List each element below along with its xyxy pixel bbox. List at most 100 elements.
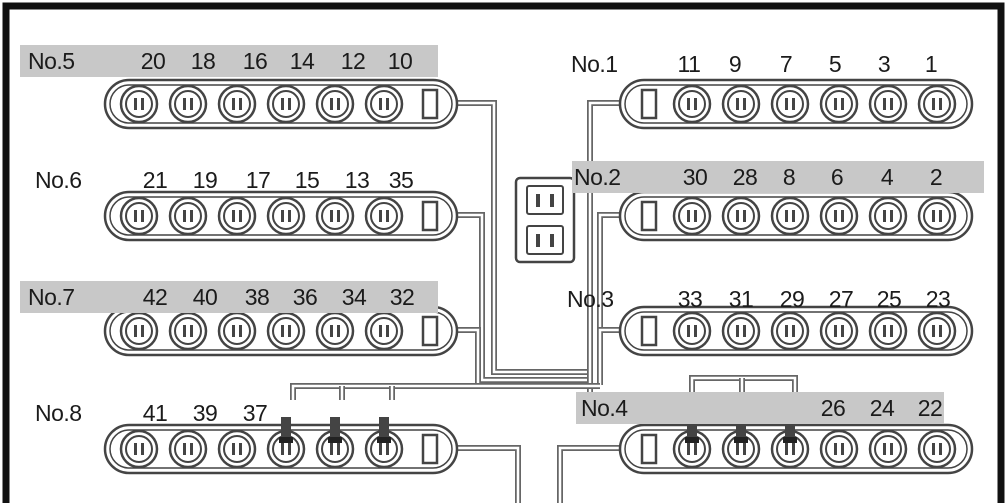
outlet-slot [932,98,935,110]
outlet-ring [678,202,706,230]
label-band-no4 [576,392,944,424]
outlet-slot [785,325,788,337]
outlet-slot [932,325,935,337]
outlet [119,429,159,469]
outlet [917,196,957,236]
strip-inner [109,84,453,124]
plug-head [328,437,342,443]
outlet-slot [330,98,333,110]
outlet-ring [727,317,755,345]
strip-switch [421,88,439,120]
outlet [364,311,404,351]
plugged-outlet [672,417,712,469]
outlet-ring [272,317,300,345]
outlet [721,84,761,124]
outlet-number: 25 [876,286,902,312]
outlet-number: 6 [830,164,844,190]
strip-label-no8: No.8 [35,400,82,426]
outlet-number: 42 [142,284,168,310]
outlet-ring [321,317,349,345]
outlet-slot [792,443,795,455]
plug-body [687,417,697,443]
outlet-number: 36 [292,284,318,310]
outlet-number: 26 [820,395,846,421]
plugged-outlet [770,417,810,469]
outlet [217,84,257,124]
plugged-outlet [721,417,761,469]
outlet [917,84,957,124]
outlet-ring [678,90,706,118]
outlet-number: 11 [677,51,701,77]
outlet-number: 39 [192,400,218,426]
label-band-no5 [20,45,438,77]
outlet-ring [776,317,804,345]
outlet-slot [841,443,844,455]
plug-head [685,437,699,443]
outlet [217,196,257,236]
plug-head [783,437,797,443]
outlet-slot [386,443,389,455]
outlet-number: 37 [242,400,268,426]
outlet-slot [337,210,340,222]
strip-switch [640,315,658,347]
outlet-slot [379,98,382,110]
cable-no1-core [588,101,620,395]
outlet-number: 3 [877,51,891,77]
plug-body [785,417,795,443]
outlet-slot [141,98,144,110]
outlet-slot [281,443,284,455]
outlet-number: 30 [682,164,708,190]
outlet-slot [232,98,235,110]
outlet-slot [883,98,886,110]
outlet [672,196,712,236]
outlet-slot [694,325,697,337]
outlet-slot [834,443,837,455]
outlet-ring [125,202,153,230]
plug-head [279,437,293,443]
outlet [868,84,908,124]
outlet-number: 23 [925,286,951,312]
outlet-slot [939,443,942,455]
outlet-slot [841,325,844,337]
outlet-ring [874,435,902,463]
outlet-slot [939,325,942,337]
cable-no4-core [558,446,620,503]
strip-switch [421,200,439,232]
outlet [266,84,306,124]
cable-no6-core [458,213,590,382]
outlet [819,429,859,469]
outlet-ring [825,435,853,463]
outlet-number: 20 [140,48,166,74]
strip-switch [640,433,658,465]
outlet-number: 34 [341,284,367,310]
plug-head [377,437,391,443]
outlet-slot [288,98,291,110]
outlet-number: 32 [389,284,415,310]
outlet-slot [890,210,893,222]
strip-label-no4: No.4 [581,395,628,421]
outlet-ring [776,90,804,118]
outlet-ring [874,317,902,345]
outlet-ring [874,202,902,230]
outlet-slot [883,325,886,337]
outlet [770,311,810,351]
outlet [672,84,712,124]
plugged-outlet [315,417,355,469]
outlet-ring [272,202,300,230]
outlet-slot [134,325,137,337]
outlet-slot [834,210,837,222]
outlet-slot [190,98,193,110]
outlet-number: 14 [289,48,315,74]
cable-no8 [458,445,521,503]
outlet-number: 24 [869,395,895,421]
outlet-slot [687,443,690,455]
outlet-slot [792,210,795,222]
cable-no4 [557,445,620,503]
outlet-slot [288,210,291,222]
outlet [364,84,404,124]
outlet-slot [890,325,893,337]
outlet-ring [125,435,153,463]
outlet-slot [232,325,235,337]
outlet-slot [141,325,144,337]
